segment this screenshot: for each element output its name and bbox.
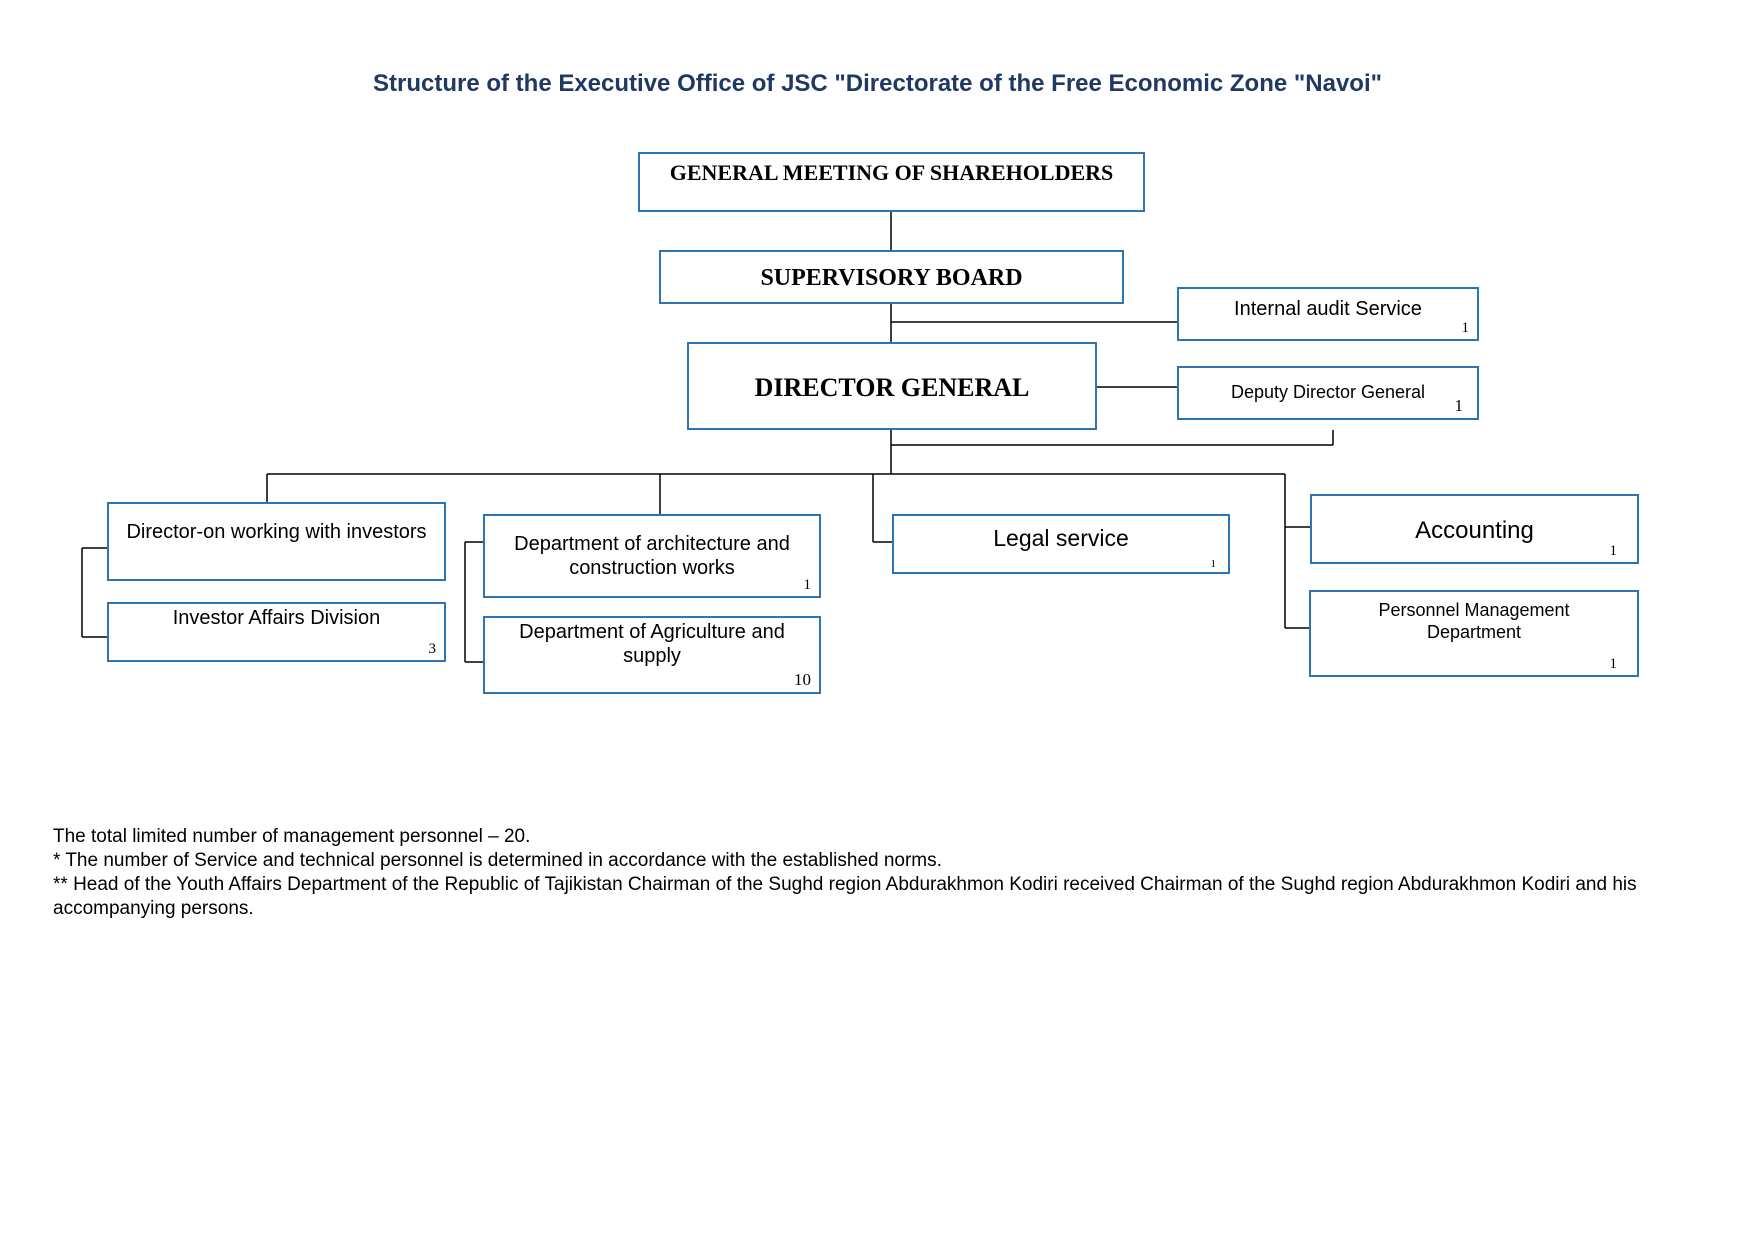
legal-service-label: Legal service [993, 525, 1129, 551]
note-total: The total limited number of management p… [53, 826, 531, 847]
supervisory-board-label: SUPERVISORY BOARD [760, 265, 1023, 291]
personnel-department-box: Personnel Management Department 1 [1309, 590, 1639, 677]
deputy-director-count: 1 [1454, 396, 1464, 415]
internal-audit-label: Internal audit Service [1234, 298, 1422, 320]
note-service-personnel: * The number of Service and technical pe… [53, 850, 942, 871]
investor-affairs-label: Investor Affairs Division [172, 607, 381, 629]
note-youth-affairs: ** Head of the Youth Affairs Department … [53, 874, 1637, 919]
investor-affairs-box: Investor Affairs Division 3 [107, 602, 446, 662]
accounting-box: Accounting 1 [1310, 494, 1639, 564]
general-meeting-label: GENERAL MEETING OF SHAREHOLDERS [669, 160, 1114, 185]
personnel-department-count: 1 [1609, 656, 1618, 672]
director-investors-box: Director-on working with investors [107, 502, 446, 581]
architecture-label: Department of architecture and construct… [514, 533, 790, 579]
legal-service-count: 1 [1210, 558, 1217, 570]
director-investors-label: Director-on working with investors [126, 521, 427, 543]
footnotes: The total limited number of management p… [53, 825, 1703, 921]
deputy-director-label: Deputy Director General [1230, 382, 1426, 402]
personnel-department-label: Personnel Management Department [1378, 600, 1570, 642]
director-general-label: DIRECTOR GENERAL [754, 373, 1030, 402]
internal-audit-count: 1 [1461, 320, 1470, 336]
chart-title: Structure of the Executive Office of JSC… [372, 70, 1383, 97]
internal-audit-box: Internal audit Service 1 [1177, 287, 1479, 341]
architecture-count: 1 [803, 577, 812, 593]
accounting-count: 1 [1609, 543, 1618, 559]
agriculture-label: Department of Agriculture and supply [519, 621, 785, 667]
supervisory-board-box: SUPERVISORY BOARD [659, 250, 1124, 304]
investor-affairs-count: 3 [428, 641, 437, 657]
agriculture-count: 10 [794, 670, 811, 689]
accounting-label: Accounting [1415, 517, 1534, 544]
general-meeting-box: GENERAL MEETING OF SHAREHOLDERS [638, 152, 1145, 212]
agriculture-box: Department of Agriculture and supply 10 [483, 616, 821, 694]
legal-service-box: Legal service 1 [892, 514, 1230, 574]
architecture-box: Department of architecture and construct… [483, 514, 821, 598]
deputy-director-box: Deputy Director General 1 [1177, 366, 1479, 420]
director-general-box: DIRECTOR GENERAL [687, 342, 1097, 430]
